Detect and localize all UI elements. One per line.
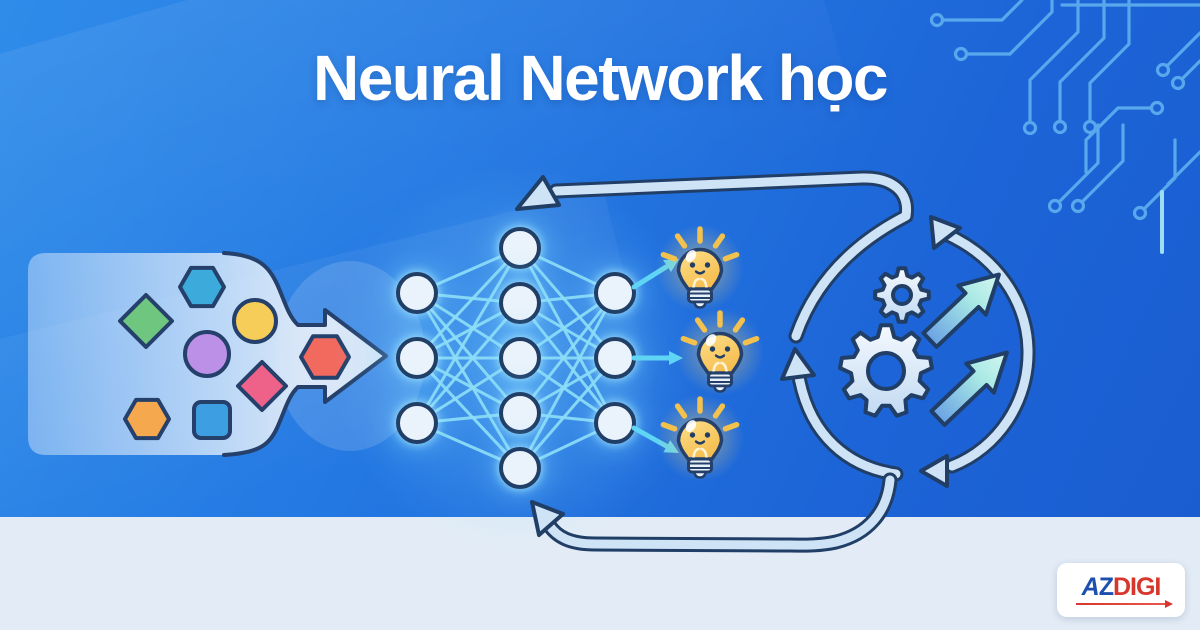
trend-up-arrow-icon: [921, 272, 1001, 349]
arrowhead: [530, 500, 565, 537]
banner-title: Neural Network học: [312, 42, 889, 114]
nn-hidden-node: [499, 392, 541, 434]
gear-icon-large: [838, 323, 934, 418]
nn-hidden-node: [499, 447, 541, 489]
shape-circle: [183, 330, 231, 378]
shape-square: [192, 400, 232, 440]
gear-icon-small: [873, 266, 931, 324]
logo-letter-z: Z: [1098, 572, 1114, 601]
shape-diamond: [118, 293, 174, 349]
network-edge: [415, 246, 522, 360]
nn-input-node: [396, 402, 438, 444]
network-edge: [518, 247, 617, 359]
network-edge: [415, 247, 522, 424]
shape-circle: [232, 298, 278, 344]
logo-digi: DIGI: [1112, 572, 1161, 601]
nn-output-node: [594, 337, 636, 379]
lightbulb-icon: [676, 308, 764, 396]
nn-output-node: [594, 272, 636, 314]
network-edge: [518, 292, 617, 414]
lightbulb-icon: [656, 394, 744, 482]
nn-input-node: [396, 337, 438, 379]
shape-hexagon: [123, 397, 171, 441]
lightbulb-icon: [656, 224, 744, 312]
nn-input-node: [396, 272, 438, 314]
cycle-arrows: [515, 170, 1036, 553]
network-edge: [518, 292, 617, 469]
bottom-strip: [0, 517, 1200, 630]
network-edge: [415, 302, 522, 424]
nn-hidden-node: [499, 282, 541, 324]
trend-arrows: [921, 272, 1009, 427]
nn-output-node: [594, 402, 636, 444]
feedback-arrow-top: [515, 170, 915, 344]
arrowhead: [780, 347, 816, 381]
network-edge: [518, 247, 617, 424]
network-edge: [415, 292, 522, 469]
shape-hexagon: [178, 265, 226, 309]
circuit-pattern: [929, 0, 1200, 254]
feedback-arrow-bottom: [530, 472, 898, 553]
shape-diamond: [236, 360, 288, 412]
nn-hidden-node: [499, 337, 541, 379]
arrowhead: [515, 175, 561, 211]
network-edge: [415, 356, 522, 470]
cycle-arc-right: [919, 215, 1036, 488]
input-shapes: [118, 265, 351, 441]
logo-letter-a: A: [1081, 572, 1100, 601]
network-edge: [518, 302, 617, 424]
network-edge: [518, 357, 617, 469]
cycle-arc-left: [780, 347, 904, 482]
network-edge: [415, 292, 522, 414]
gears: [838, 266, 934, 418]
arrowhead: [919, 454, 949, 488]
nn-hidden-node: [499, 227, 541, 269]
trend-up-arrow-icon: [929, 350, 1009, 427]
network-nodes: [396, 227, 636, 489]
logo-arrow: [1076, 600, 1173, 607]
arrowhead: [929, 215, 962, 250]
